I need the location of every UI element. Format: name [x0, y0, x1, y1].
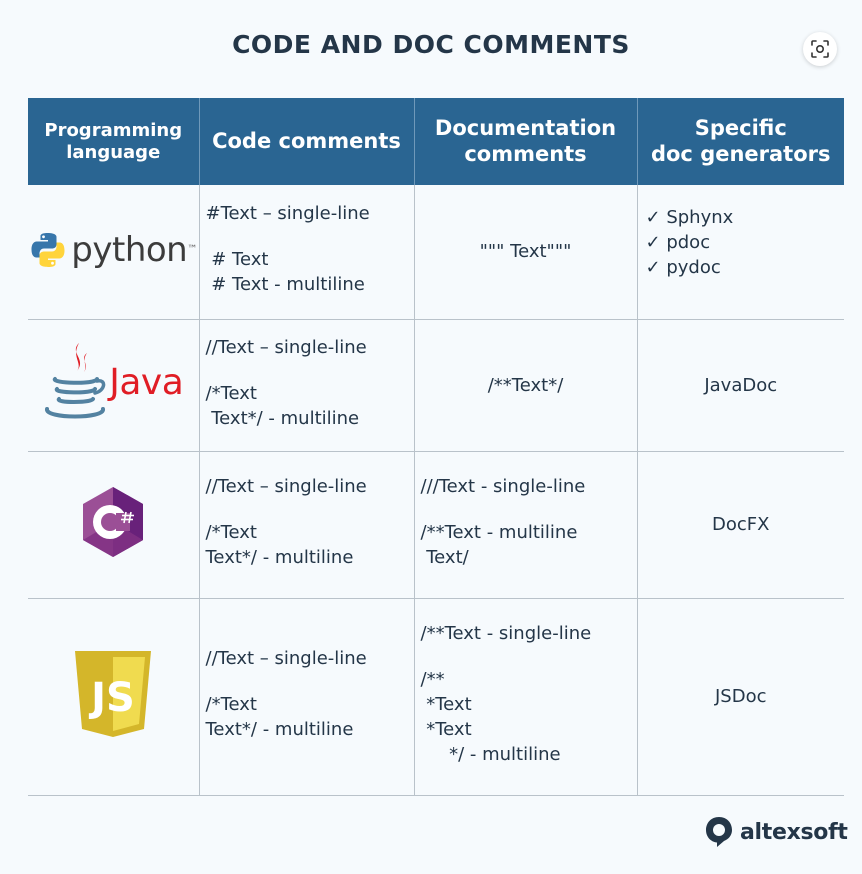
check-icon: ✓: [645, 207, 661, 229]
header-doc-generators: Specific doc generators: [637, 98, 844, 185]
java-cup-icon: [45, 342, 106, 418]
visual-search-button[interactable]: [803, 32, 837, 66]
csharp-code-comments: //Text – single-line /*Text Text*/ - mul…: [199, 451, 415, 599]
csharp-logo-icon: C#: [83, 487, 144, 557]
header-documentation-comments: Documentation comments: [414, 98, 638, 185]
comments-table: Programming language Code comments Docum…: [28, 98, 844, 796]
altexsoft-logo-icon: [706, 817, 732, 847]
python-doc-generators: ✓ Sphynx ✓ pdoc ✓ pydoc: [637, 185, 844, 320]
table-row-javascript: JS //Text – single-line /*Text Text*/ - …: [28, 598, 844, 796]
javascript-code-comments: //Text – single-line /*Text Text*/ - mul…: [199, 598, 415, 796]
python-doc-comments: """ Text""": [414, 185, 638, 320]
javascript-shield-icon: JS: [75, 651, 152, 737]
table-row-java: Java //Text – single-line /*Text Text*/ …: [28, 319, 844, 452]
java-logo: Java: [43, 339, 184, 427]
java-logo-cell: Java: [28, 319, 200, 452]
java-code-comments: //Text – single-line /*Text Text*/ - mul…: [199, 319, 415, 452]
java-doc-generators: JavaDoc: [637, 319, 844, 452]
check-icon: ✓: [645, 232, 661, 254]
csharp-doc-generators: DocFX: [637, 451, 844, 599]
java-doc-comments: /**Text*/: [414, 319, 638, 452]
header-code-comments: Code comments: [199, 98, 415, 185]
altexsoft-brand: altexsoft: [704, 812, 848, 852]
page-title: CODE AND DOC COMMENTS: [232, 30, 630, 59]
table-row-csharp: C# //Text – single-line /*Text Text*/ - …: [28, 451, 844, 599]
csharp-doc-comments: ///Text - single-line /**Text - multilin…: [414, 451, 638, 599]
lens-icon: [811, 40, 829, 58]
header-programming-language: Programming language: [28, 98, 200, 185]
python-snake-icon: [31, 232, 65, 267]
python-wordmark: python: [71, 229, 188, 270]
check-icon: ✓: [645, 257, 661, 279]
javascript-doc-generators: JSDoc: [637, 598, 844, 796]
python-code-comments: #Text – single-line # Text # Text - mult…: [199, 185, 415, 320]
table-header-row: Programming language Code comments Docum…: [28, 98, 844, 185]
javascript-logo-text: JS: [88, 675, 135, 721]
csharp-logo-cell: C#: [28, 451, 200, 599]
java-wordmark: Java: [109, 362, 184, 403]
trademark-symbol: ™: [187, 244, 198, 256]
altexsoft-wordmark: altexsoft: [740, 819, 848, 845]
javascript-logo-cell: JS: [28, 598, 200, 796]
javascript-doc-comments: /**Text - single-line /** *Text *Text */…: [414, 598, 638, 796]
